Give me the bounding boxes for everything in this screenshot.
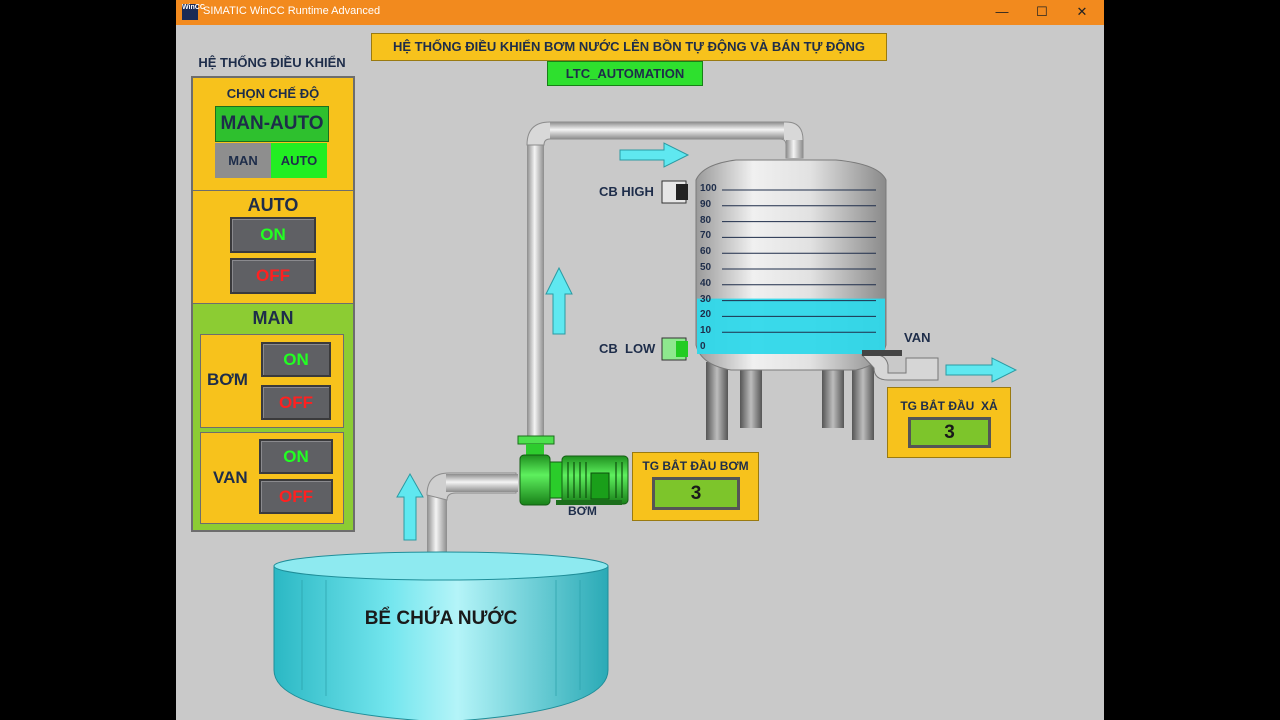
flow-arrow-reservoir-icon [396, 472, 424, 541]
water-reservoir [273, 551, 609, 720]
pump-control-box: BƠM ON OFF [200, 334, 344, 428]
valve-control-box: VAN ON OFF [200, 432, 344, 524]
auto-off-button[interactable]: OFF [230, 258, 316, 294]
flow-arrows [396, 142, 1018, 541]
tank-scale-label: 0 [700, 341, 706, 352]
sensor-high-icon [661, 180, 688, 204]
title-bar: WinCC SIMATIC WinCC Runtime Advanced — ☐… [176, 0, 1104, 25]
suction-pipe [426, 472, 518, 560]
wincc-app-icon: WinCC [182, 4, 205, 20]
discharge-pipe [526, 121, 804, 440]
discharge-start-timer-label: TG BẮT ĐẦU XẢ [900, 399, 998, 413]
tank-scale-label: 60 [700, 246, 712, 258]
process-diagram [273, 121, 1018, 720]
flow-arrow-up-icon [545, 266, 573, 335]
pump-name-label: BƠM [568, 504, 597, 518]
tank-scale-label: 90 [700, 198, 712, 210]
tank-scale-label: 40 [700, 277, 712, 289]
discharge-valve-label: VAN [904, 330, 931, 345]
control-panel-title: HỆ THỐNG ĐIỀU KHIỂN [198, 55, 346, 70]
mode-display: MAN-AUTO [215, 106, 329, 142]
page-title: HỆ THỐNG ĐIỀU KHIỂN BƠM NƯỚC LÊN BỒN TỰ … [371, 33, 887, 61]
pump-icon [517, 435, 629, 506]
valve-on-button[interactable]: ON [259, 439, 333, 474]
mode-section: CHỌN CHẾ ĐỘ MAN-AUTO MAN AUTO [192, 77, 354, 191]
mode-auto-button[interactable]: AUTO [271, 143, 327, 178]
auto-section: AUTO ON OFF [192, 190, 354, 304]
pump-label: BƠM [207, 370, 248, 389]
tank-scale-label: 50 [700, 262, 712, 273]
man-title: MAN [252, 308, 294, 328]
tank-legs [706, 362, 874, 440]
auto-on-button[interactable]: ON [230, 217, 316, 253]
tank-scale-label: 20 [700, 309, 712, 321]
tank-scale-label: 100 [700, 183, 717, 194]
tank-scale-label: 30 [700, 293, 712, 305]
man-section: MAN BƠM ON OFF VAN ON OFF [192, 303, 354, 531]
maximize-button[interactable]: ☐ [1036, 4, 1048, 19]
minimize-button[interactable]: — [995, 4, 1009, 19]
pump-start-timer-label: TG BẮT ĐẦU BƠM [642, 459, 749, 473]
close-button[interactable]: ✕ [1076, 4, 1088, 19]
pump-off-button[interactable]: OFF [261, 385, 331, 420]
mode-man-button[interactable]: MAN [215, 143, 271, 178]
mode-label: CHỌN CHẾ ĐỘ [226, 86, 320, 101]
sensor-low-icon [661, 337, 688, 361]
discharge-start-timer: TG BẮT ĐẦU XẢ 3 [887, 387, 1011, 458]
flow-arrow-tank-inlet-icon [619, 142, 690, 168]
flow-arrow-outlet-icon [945, 357, 1018, 383]
tank-scale-label: 10 [700, 325, 712, 337]
valve-label: VAN [213, 468, 248, 487]
pump-on-button[interactable]: ON [261, 342, 331, 377]
brand-badge: LTC_AUTOMATION [547, 61, 703, 86]
control-panel: CHỌN CHẾ ĐỘ MAN-AUTO MAN AUTO AUTO ON OF… [191, 76, 355, 532]
tank-water-level [697, 298, 885, 354]
outlet-assembly [860, 350, 939, 381]
valve-off-button[interactable]: OFF [259, 479, 333, 514]
tank-scale-label: 80 [700, 214, 712, 226]
sensor-low-label: CB LOW [599, 341, 656, 356]
storage-tank [695, 159, 887, 371]
discharge-start-timer-value[interactable]: 3 [908, 417, 991, 448]
tank-scale-label: 70 [700, 230, 712, 242]
sensor-high-label: CB HIGH [599, 184, 654, 199]
reservoir-label: BỂ CHỨA NƯỚC [364, 608, 518, 629]
pump-start-timer-value[interactable]: 3 [652, 477, 740, 510]
wincc-runtime-window: WinCC SIMATIC WinCC Runtime Advanced — ☐… [176, 0, 1104, 720]
pump-start-timer: TG BẮT ĐẦU BƠM 3 [632, 452, 759, 521]
window-title: SIMATIC WinCC Runtime Advanced [203, 5, 381, 17]
auto-title: AUTO [247, 195, 299, 215]
